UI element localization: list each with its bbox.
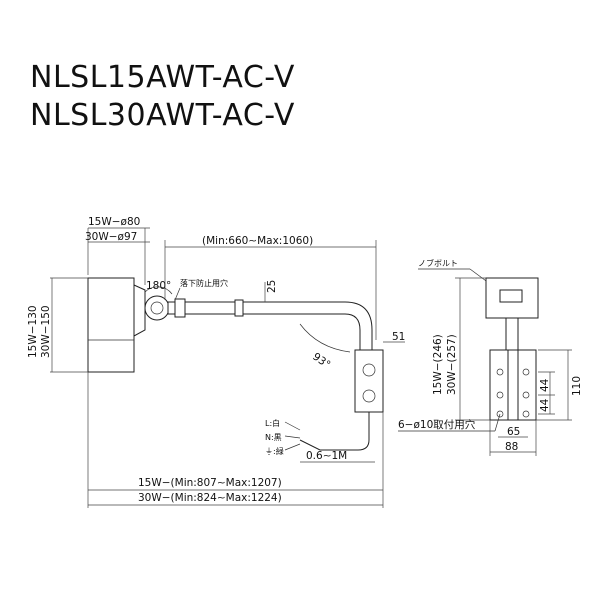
fall-prevention-leader: [174, 287, 181, 301]
side-knob-bolt: [499, 289, 523, 303]
mount-holes-label: 6−ø10取付用穴: [398, 418, 476, 431]
swivel-joint: [144, 295, 170, 321]
arm: [167, 301, 373, 351]
mount-hole-4: [522, 391, 530, 399]
wire-g: [284, 443, 301, 451]
wire-g-label: ⏚:緑: [265, 446, 284, 456]
side-height-15w: 15W−(246): [432, 334, 444, 395]
wire-n-label: N:黒: [265, 433, 282, 442]
mount-hole-2: [522, 368, 530, 376]
mount-hole-5: [496, 410, 504, 418]
fall-prevention-hole: 落下防止用穴: [180, 278, 228, 288]
mount-hole-6: [522, 410, 530, 418]
lamp-head-bracket: [133, 284, 146, 337]
mount-hole-3: [496, 391, 504, 399]
total-30w: 30W−(Min:824∼Max:1224): [138, 492, 282, 504]
pitch-b: 44: [539, 398, 551, 412]
head-dia-30w: 30W−ø97: [85, 231, 137, 243]
side-height-30w: 30W−(257): [446, 334, 458, 395]
cable-length: 0.6∼1M: [306, 450, 347, 462]
width-65: 65: [507, 426, 520, 438]
wire-n: [284, 435, 301, 439]
box-screw-bottom: [362, 389, 376, 403]
rotate-angle: 180°: [146, 280, 171, 292]
cable: [299, 412, 370, 451]
total-15w: 15W−(Min:807∼Max:1207): [138, 477, 282, 489]
arm-joint: [234, 299, 244, 317]
box-width: 51: [392, 331, 405, 343]
width-88: 88: [505, 441, 518, 453]
model-title-30w: NLSL30AWT-AC-V: [30, 98, 295, 133]
head-dia-15w: 15W−ø80: [88, 216, 140, 228]
mount-hole-1: [496, 368, 504, 376]
knob-bolt-label: ノブボルト: [418, 258, 458, 268]
bend-angle-arc: [299, 323, 351, 353]
wire-l-label: L:白: [265, 418, 280, 428]
arm-clamp: [174, 298, 186, 318]
mount-holes-leader: [494, 413, 501, 432]
bend-angle: 93°: [310, 351, 332, 372]
model-title-15w: NLSL15AWT-AC-V: [30, 60, 295, 95]
junction-box: [354, 349, 384, 413]
head-height-15w: 15W−130: [27, 305, 39, 358]
plate-height: 110: [571, 376, 583, 396]
arm-height: 25: [266, 280, 278, 293]
head-height-30w: 30W−150: [40, 305, 52, 358]
swivel-joint-inner: [150, 301, 164, 315]
box-screw-top: [362, 363, 376, 377]
rotate-arc: [144, 286, 173, 295]
pitch-a: 44: [539, 378, 551, 392]
arm-length: (Min:660∼Max:1060): [202, 235, 313, 247]
side-plate-rib: [507, 349, 519, 421]
lamp-head: [87, 277, 135, 373]
wire-l: [284, 421, 301, 431]
